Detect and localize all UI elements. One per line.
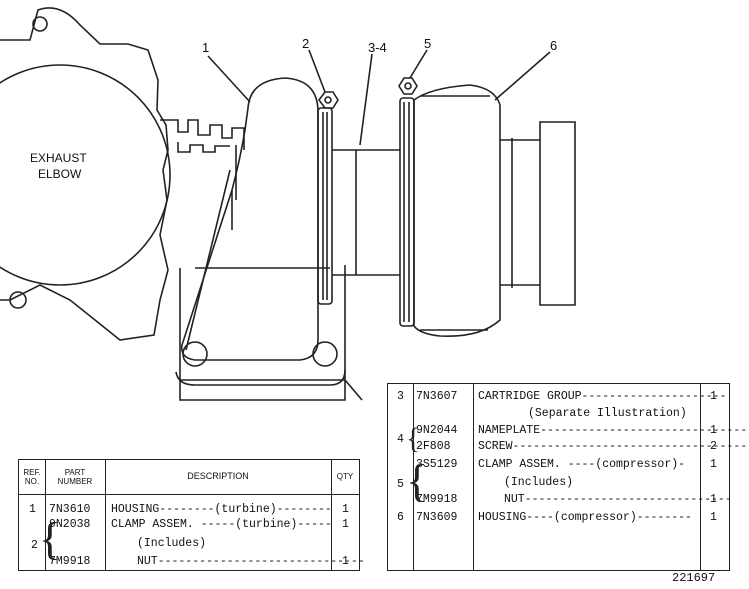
figure-number: 221697 xyxy=(672,571,716,585)
group-ref-2: 2 xyxy=(31,539,38,552)
compressor-clamp-ring xyxy=(399,97,415,327)
exhaust-label-line1: EXHAUST xyxy=(30,151,87,165)
callout-3-4: 3-4 xyxy=(368,40,387,55)
parts-table-left: REF. NO. PART NUMBER DESCRIPTION QTY 1 7… xyxy=(18,459,365,571)
group-brace-4: { xyxy=(406,422,421,455)
compressor-clamp-nut xyxy=(398,77,418,95)
table-row: 3S5129 CLAMP ASSEM. ----(compressor)- 1 xyxy=(416,458,717,471)
table-row: 3 7N3607 CARTRIDGE GROUP----------------… xyxy=(397,390,727,403)
group-brace-5: { xyxy=(406,455,429,506)
elbow-notches xyxy=(160,119,245,150)
callout-2: 2 xyxy=(302,36,309,51)
parts-table-right: 3 7N3607 CARTRIDGE GROUP----------------… xyxy=(387,383,748,571)
callout-6: 6 xyxy=(550,38,557,53)
leader-1 xyxy=(207,55,251,103)
header-description: DESCRIPTION xyxy=(187,471,249,481)
callout-5: 5 xyxy=(424,36,431,51)
turbine-clamp-ring xyxy=(317,107,333,305)
turbine-housing xyxy=(180,77,319,361)
table-row: (Includes) xyxy=(504,476,574,489)
leader-6 xyxy=(494,51,551,101)
compressor-housing xyxy=(413,84,576,337)
exhaust-elbow-flange xyxy=(0,7,169,341)
header-part-number: NUMBER xyxy=(57,477,93,486)
group-ref-4: 4 xyxy=(397,433,404,446)
header-part: PART xyxy=(64,468,86,477)
header-ref: REF. xyxy=(23,468,41,477)
turbine-mounting-flange xyxy=(179,265,346,401)
table-row: 2F808 SCREW-----------------------------… xyxy=(416,440,748,453)
header-ref-no: NO. xyxy=(24,477,40,486)
table-row: 1 7N3610 HOUSING--------(turbine)-------… xyxy=(29,503,349,516)
table-row: (Separate Illustration) xyxy=(528,407,687,420)
table-row: 6 7N3609 HOUSING----(compressor)--------… xyxy=(397,511,717,524)
exhaust-label-line2: ELBOW xyxy=(38,167,82,181)
table-row: 7M9918 NUT------------------------------… xyxy=(416,493,732,506)
table-row: 7M9918 NUT------------------------------… xyxy=(49,555,365,568)
callout-1: 1 xyxy=(202,40,209,55)
flange-bolt-hole-bottom xyxy=(9,291,27,309)
table-row: 9N2044 NAMEPLATE------------------------… xyxy=(416,424,748,437)
exhaust-elbow-opening xyxy=(0,64,171,286)
housing-bolt-right xyxy=(312,341,338,367)
group-brace-2: { xyxy=(39,513,62,564)
cartridge-group xyxy=(332,149,400,276)
leader-5 xyxy=(409,49,428,79)
header-qty: QTY xyxy=(336,472,354,481)
table-row: (Includes) xyxy=(137,537,207,550)
table-row: 9N2038 CLAMP ASSEM. -----(turbine)----- … xyxy=(49,518,349,531)
leader-1-lower xyxy=(185,169,231,351)
leader-2 xyxy=(308,49,326,93)
leader-34 xyxy=(359,53,373,146)
housing-bolt-left xyxy=(182,341,208,367)
flange-bolt-hole-top xyxy=(32,16,48,32)
group-ref-5: 5 xyxy=(397,478,404,491)
turbine-clamp-nut xyxy=(318,91,339,109)
